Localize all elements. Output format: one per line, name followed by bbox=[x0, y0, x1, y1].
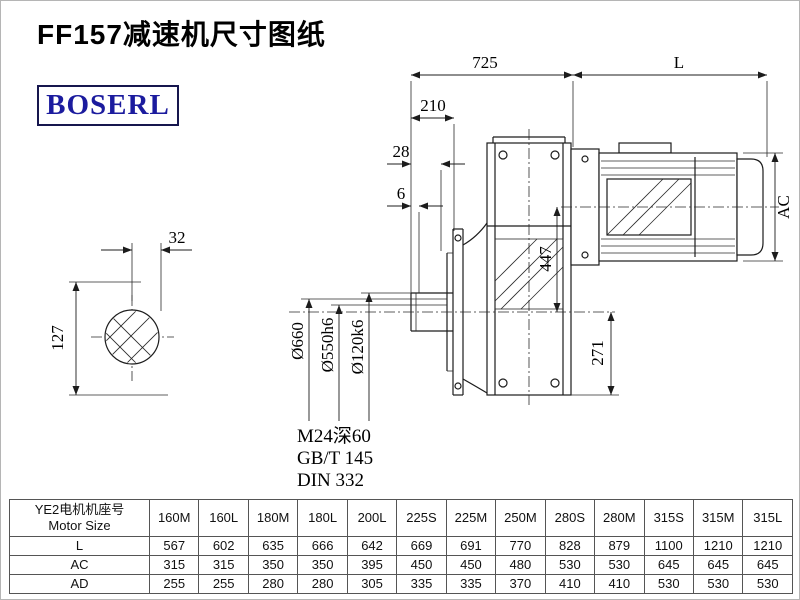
column-header: 315L bbox=[742, 499, 793, 537]
dim-label-210: 210 bbox=[420, 96, 446, 115]
dim-label-6: 6 bbox=[397, 184, 406, 203]
motor-size-header-cn: YE2电机机座号 bbox=[34, 501, 125, 517]
table-row-L: L 567 602 635 666 642 669 691 770 828 87… bbox=[9, 536, 793, 556]
table-cell: 315 bbox=[198, 555, 249, 575]
table-cell: 666 bbox=[297, 536, 348, 556]
note-gbt-standard: GB/T 145 bbox=[297, 448, 373, 469]
table-cell: 480 bbox=[495, 555, 546, 575]
table-cell: 642 bbox=[346, 536, 398, 556]
shaft-end-view bbox=[91, 295, 174, 381]
table-cell: 770 bbox=[495, 536, 546, 556]
column-header: 250M bbox=[495, 499, 546, 537]
table-row-AD: AD 255 255 280 280 305 335 335 370 410 4… bbox=[9, 574, 793, 594]
table-cell: 450 bbox=[445, 555, 497, 575]
technical-drawing: 32 127 725 L 210 28 bbox=[48, 53, 793, 491]
table-cell: 1210 bbox=[692, 536, 744, 556]
table-cell: 410 bbox=[594, 574, 645, 594]
dim-label-28: 28 bbox=[393, 142, 410, 161]
table-cell: 315 bbox=[148, 555, 200, 575]
column-header: 180L bbox=[297, 499, 348, 537]
table-cell: 335 bbox=[445, 574, 497, 594]
column-header: 225M bbox=[445, 499, 497, 537]
row-label: AD bbox=[9, 574, 150, 594]
table-cell: 691 bbox=[445, 536, 497, 556]
table-cell: 280 bbox=[297, 574, 348, 594]
table-cell: 645 bbox=[643, 555, 694, 575]
table-cell: 350 bbox=[247, 555, 299, 575]
dimension-table: YE2电机机座号 Motor Size 160M 160L 180M 180L … bbox=[9, 499, 793, 594]
column-header: 315M bbox=[692, 499, 744, 537]
dia-label-120: Ø120k6 bbox=[348, 320, 367, 375]
table-cell: 645 bbox=[742, 555, 793, 575]
table-header-row: YE2电机机座号 Motor Size 160M 160L 180M 180L … bbox=[9, 499, 793, 537]
column-header: 315S bbox=[643, 499, 694, 537]
dim-label-L: L bbox=[674, 53, 684, 72]
column-header: 160L bbox=[198, 499, 249, 537]
table-cell: 350 bbox=[297, 555, 348, 575]
table-cell: 395 bbox=[346, 555, 398, 575]
dim-label-725: 725 bbox=[472, 53, 498, 72]
table-cell: 567 bbox=[148, 536, 200, 556]
column-header: 280M bbox=[594, 499, 645, 537]
dia-label-550: Ø550h6 bbox=[318, 318, 337, 373]
table-cell: 410 bbox=[544, 574, 596, 594]
dimensions: 32 127 725 L 210 28 bbox=[48, 53, 793, 491]
note-thread: M24深60 bbox=[297, 425, 371, 447]
row-label: L bbox=[9, 536, 150, 556]
table-cell: 645 bbox=[692, 555, 744, 575]
dim-label-447: 447 bbox=[536, 246, 555, 272]
table-cell: 255 bbox=[148, 574, 200, 594]
dim-label-271: 271 bbox=[588, 340, 607, 366]
boserl-logo-text: BOSERL bbox=[46, 89, 170, 121]
table-cell: 530 bbox=[594, 555, 645, 575]
dim-label-32: 32 bbox=[169, 228, 186, 247]
table-cell: 1210 bbox=[742, 536, 793, 556]
table-cell: 305 bbox=[346, 574, 398, 594]
column-header: 225S bbox=[396, 499, 447, 537]
column-header: 200L bbox=[346, 499, 398, 537]
dim-label-AC: AC bbox=[774, 195, 793, 219]
page-title: FF157减速机尺寸图纸 bbox=[37, 19, 326, 50]
table-cell: 370 bbox=[495, 574, 546, 594]
table-cell: 602 bbox=[198, 536, 249, 556]
motor-size-header-en: Motor Size bbox=[48, 518, 111, 533]
main-view bbox=[289, 129, 779, 405]
table-cell: 669 bbox=[396, 536, 447, 556]
motor-size-header: YE2电机机座号 Motor Size bbox=[9, 499, 150, 537]
table-cell: 335 bbox=[396, 574, 447, 594]
table-cell: 828 bbox=[544, 536, 596, 556]
dia-label-660: Ø660 bbox=[288, 322, 307, 360]
column-header: 280S bbox=[544, 499, 596, 537]
table-cell: 280 bbox=[247, 574, 299, 594]
table-cell: 879 bbox=[594, 536, 645, 556]
boserl-logo: BOSERL bbox=[37, 85, 179, 126]
table-cell: 635 bbox=[247, 536, 299, 556]
column-header: 160M bbox=[148, 499, 200, 537]
table-row-AC: AC 315 315 350 350 395 450 450 480 530 5… bbox=[9, 555, 793, 575]
column-header: 180M bbox=[247, 499, 299, 537]
table-cell: 530 bbox=[643, 574, 694, 594]
note-din-standard: DIN 332 bbox=[297, 470, 364, 491]
table-cell: 255 bbox=[198, 574, 249, 594]
row-label: AC bbox=[9, 555, 150, 575]
table-cell: 530 bbox=[742, 574, 793, 594]
table-cell: 450 bbox=[396, 555, 447, 575]
table-cell: 1100 bbox=[643, 536, 694, 556]
table-cell: 530 bbox=[544, 555, 596, 575]
table-cell: 530 bbox=[692, 574, 744, 594]
dim-label-127: 127 bbox=[48, 325, 67, 351]
